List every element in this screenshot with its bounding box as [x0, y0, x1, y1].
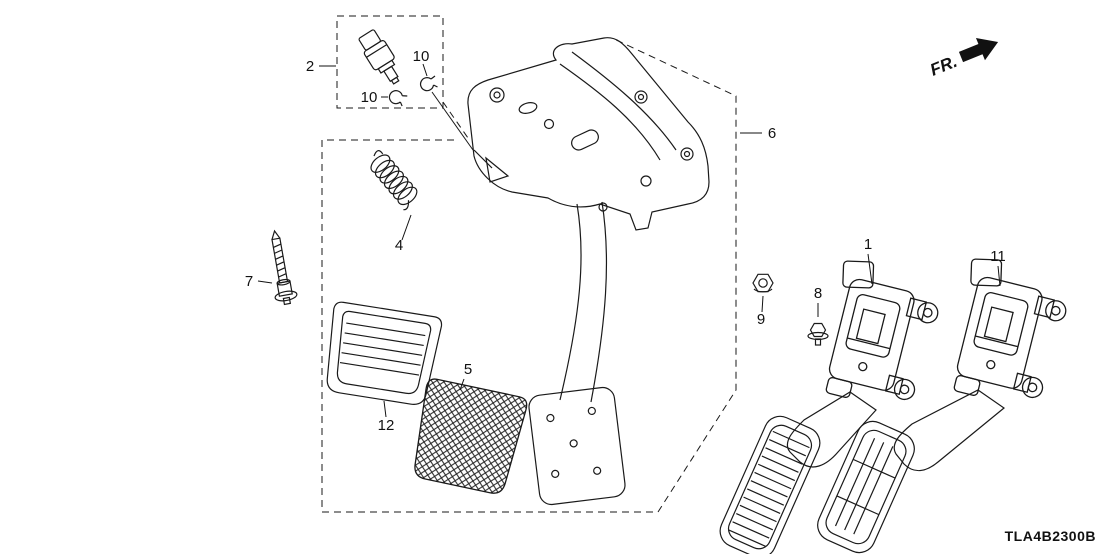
fr-arrow-icon — [958, 38, 999, 63]
part-10-clip-lower-drawing — [388, 90, 408, 107]
main-dashed-boundary — [321, 37, 737, 513]
clip-to-bracket-line — [431, 91, 474, 151]
part-5-rubber-pad-drawing — [414, 378, 528, 494]
fr-label: FR. — [927, 52, 960, 80]
callout-12: 12 — [378, 417, 395, 434]
callout-5: 5 — [464, 361, 472, 378]
part-8-bolt-drawing — [807, 322, 829, 346]
part-10-clip-upper-drawing — [419, 75, 438, 92]
part-4-spring-drawing — [370, 150, 418, 211]
callout-6: 6 — [768, 125, 776, 142]
callout-11: 11 — [990, 248, 1006, 265]
part-7-bolt-drawing — [271, 229, 298, 306]
callout-4: 4 — [395, 237, 403, 254]
dashed-boundaries — [321, 15, 737, 513]
fr-direction-marker: FR. — [927, 38, 999, 80]
part-1-accelerator-pedal-drawing — [719, 254, 947, 554]
callout-10-lower: 10 — [361, 89, 378, 106]
part-6-brake-pedal-assembly-drawing — [467, 37, 710, 506]
leader-lines — [257, 63, 1001, 418]
callout-1: 1 — [864, 236, 872, 253]
part-12-pedal-pad-drawing — [326, 301, 443, 405]
diagram-code: TLA4B2300B — [1005, 528, 1096, 544]
callout-7: 7 — [245, 273, 253, 290]
part-2-switch-drawing — [358, 29, 400, 85]
switch-group-dashed-box — [336, 15, 444, 109]
callout-labels: 2 10 10 4 7 12 5 6 9 8 1 11 — [245, 48, 1006, 434]
dashed-connector — [442, 101, 469, 139]
part-11-accelerator-pedal-drawing — [817, 252, 1075, 554]
callout-2: 2 — [306, 58, 314, 75]
callout-9: 9 — [757, 311, 765, 328]
callout-10-upper: 10 — [413, 48, 430, 65]
callout-8: 8 — [814, 285, 822, 302]
part-9-nut-drawing — [752, 273, 774, 293]
